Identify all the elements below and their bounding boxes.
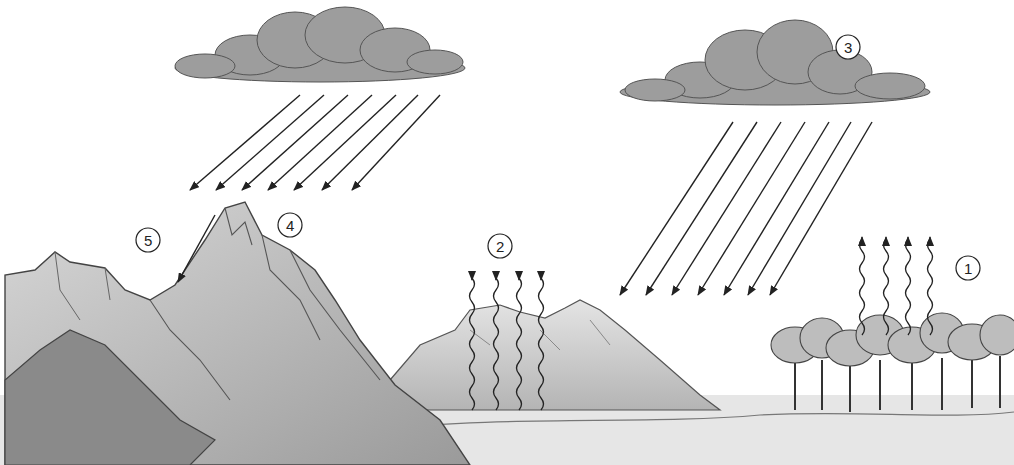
callout-number: 1	[964, 261, 972, 276]
callout-number: 5	[144, 233, 152, 248]
mountains	[5, 202, 470, 465]
evaporation-arrows	[470, 237, 933, 410]
cloud-left	[175, 7, 465, 82]
callout-circles	[136, 35, 980, 280]
rain-arrows	[178, 95, 872, 295]
trees	[771, 313, 1014, 412]
cloud-right	[620, 20, 930, 105]
callout-number: 3	[844, 40, 852, 55]
callout-number: 2	[496, 239, 504, 254]
plateau	[390, 300, 720, 410]
callout-number: 4	[286, 218, 294, 233]
